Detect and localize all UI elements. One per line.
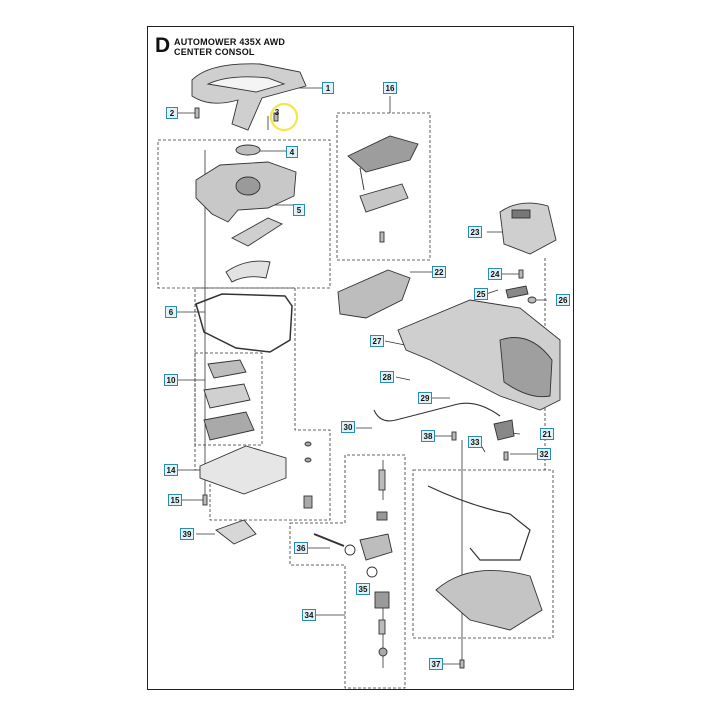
part-16-button-cover [347,135,419,173]
callout-28: 28 [380,371,394,383]
group-box-left-top [157,139,331,289]
part-1-cover [191,63,307,131]
callout-5: 5 [293,204,305,216]
callout-4: 4 [286,146,298,158]
callout-38: 38 [421,430,435,442]
highlight-circle [269,102,299,132]
leader-lines [176,87,547,665]
part-2-screw [194,107,200,119]
group-box-33 [412,469,554,639]
diagram-title-line-1: AUTOMOWER 435X AWD [174,37,286,47]
diagram-title-line-2: CENTER CONSOL [174,47,255,57]
callout-23: 23 [468,226,482,238]
callout-26: 26 [556,294,570,306]
callout-1: 1 [322,82,334,94]
callout-16: 16 [383,82,397,94]
part-38-screw [451,431,457,441]
part-22-bracket [337,269,411,319]
part-37-screw [459,659,465,669]
callout-33: 33 [468,436,482,448]
callout-30: 30 [341,421,355,433]
part-30-cable [373,402,501,422]
part-36-pin [313,533,345,547]
part-25-clip [505,285,529,299]
part-14-plate [199,445,287,495]
part-33-cable [427,485,531,561]
group-box-34 [289,454,406,689]
callout-36: 36 [294,542,308,554]
callout-37: 37 [429,658,443,670]
section-letter: D [155,34,171,57]
callout-27: 27 [370,335,384,347]
callout-22: 22 [432,266,446,278]
callout-39: 39 [180,528,194,540]
part-4-knob [235,144,261,156]
part-10-keypad [207,359,247,379]
callout-32: 32 [537,448,551,460]
callout-15: 15 [168,494,182,506]
callout-10: 10 [164,374,178,386]
part-21-connector [493,419,515,441]
part-33-base [435,569,543,631]
part-34-body [359,533,393,561]
callout-35: 35 [356,583,370,595]
callout-6: 6 [165,306,177,318]
callout-24: 24 [488,268,502,280]
part-24-screw [518,269,524,279]
part-3-pin [273,112,279,122]
callout-25: 25 [474,288,488,300]
group-box-10 [194,352,263,446]
callout-29: 29 [418,392,432,404]
callout-14: 14 [164,464,178,476]
callout-34: 34 [302,609,316,621]
part-6-gasket [195,293,293,353]
part-39-bracket [215,519,257,545]
callout-21: 21 [540,428,554,440]
callout-2: 2 [166,107,178,119]
part-32-screw [503,451,509,461]
part-15-screw [202,494,208,506]
group-box-16 [336,112,431,261]
callout-3: 3 [274,108,280,117]
